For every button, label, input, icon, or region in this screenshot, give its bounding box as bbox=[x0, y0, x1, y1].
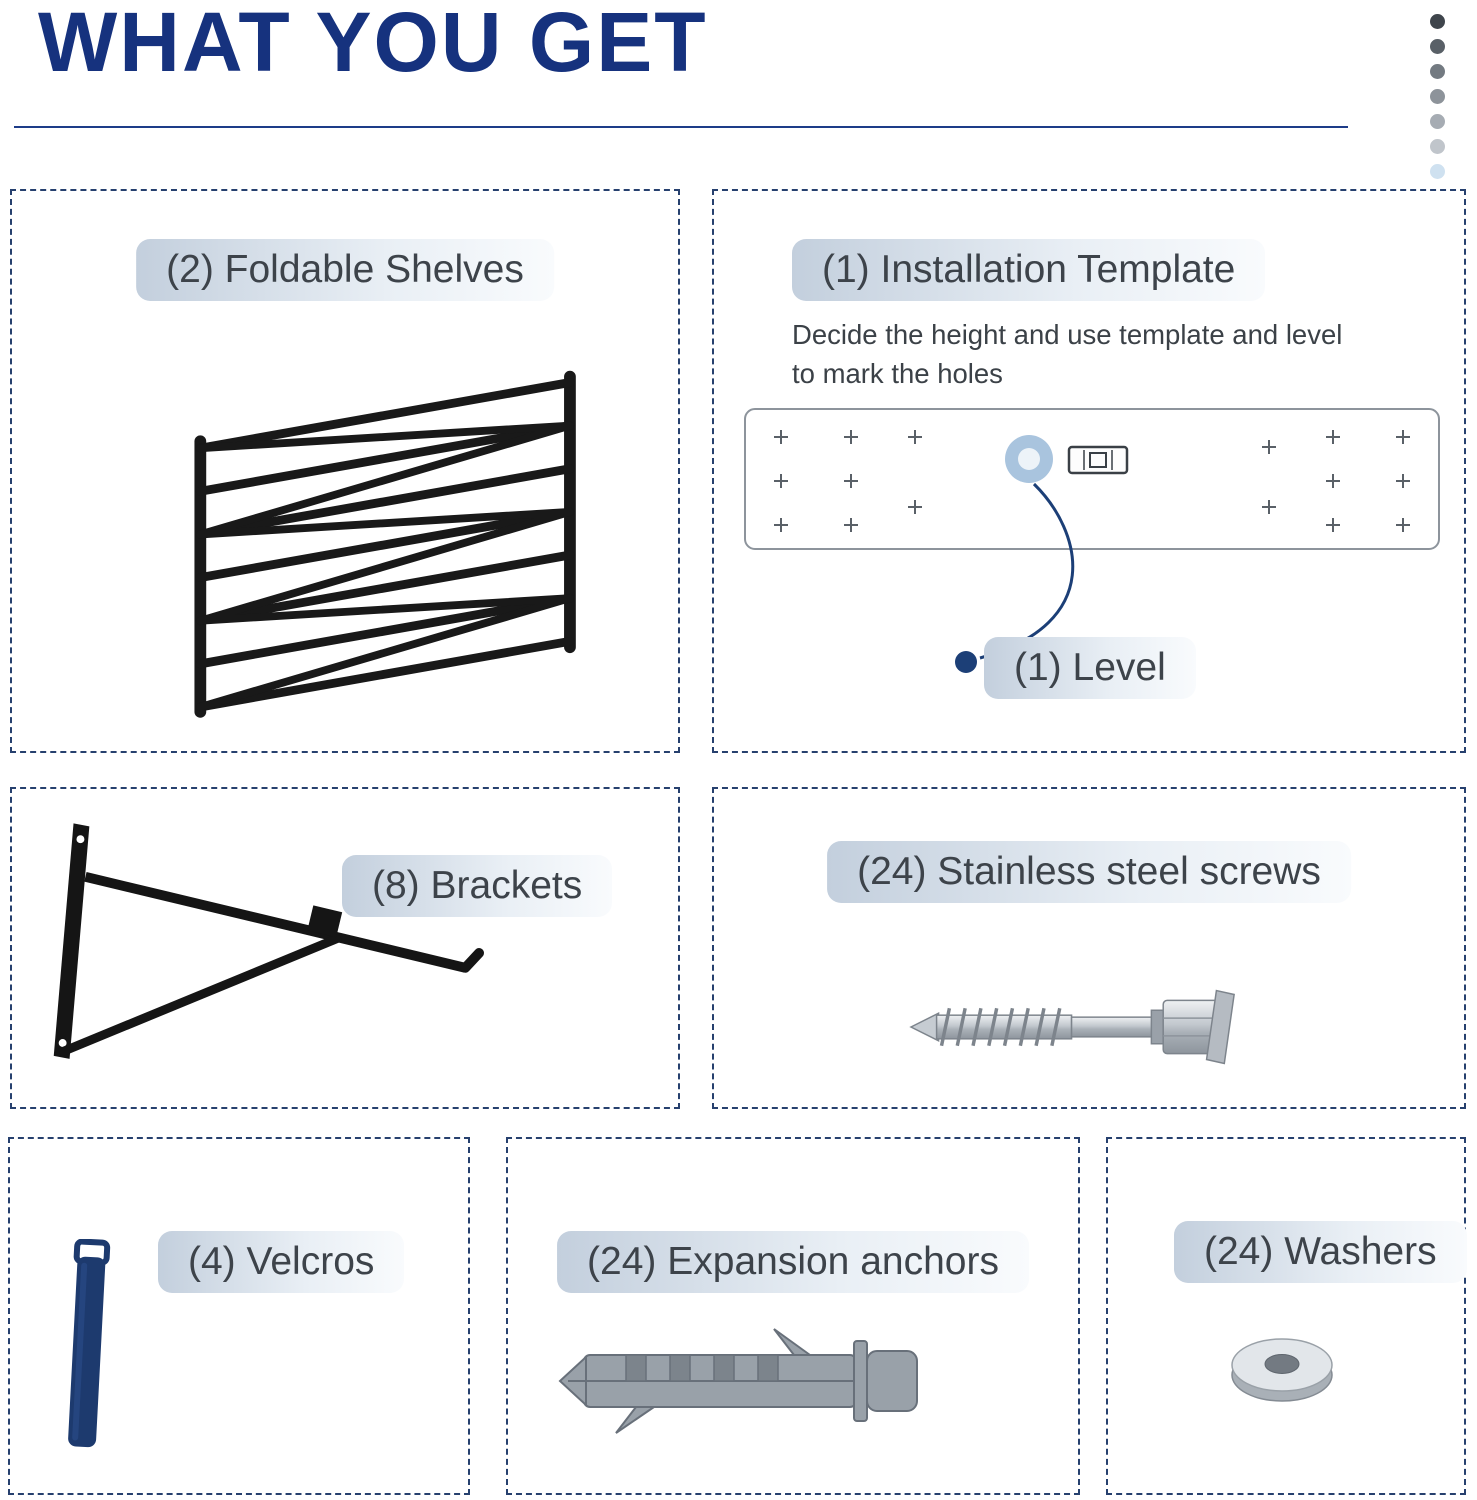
washers-label: (24) Washers bbox=[1174, 1221, 1467, 1283]
installation-template-description: Decide the height and use template and l… bbox=[792, 319, 1343, 390]
progress-dot bbox=[1430, 114, 1445, 129]
progress-dot bbox=[1430, 164, 1445, 179]
installation-template-label: (1) Installation Template bbox=[792, 239, 1266, 301]
foldable-shelf-illustration bbox=[117, 329, 617, 734]
foldable-shelves-label: (2) Foldable Shelves bbox=[136, 239, 554, 301]
progress-dot bbox=[1430, 14, 1445, 29]
title-underline bbox=[14, 126, 1348, 128]
level-label: (1) Level bbox=[984, 637, 1196, 699]
screw-illustration bbox=[909, 981, 1244, 1073]
template-hole-marks bbox=[774, 430, 1410, 532]
washer-illustration bbox=[1226, 1327, 1338, 1411]
screw-icon bbox=[909, 989, 1235, 1065]
expansion-anchor-icon bbox=[558, 1328, 918, 1434]
section-screws: (24) Stainless steel screws bbox=[712, 787, 1466, 1109]
template-illustration bbox=[739, 403, 1445, 555]
section-foldable-shelves: (2) Foldable Shelves bbox=[10, 189, 680, 753]
velcro-strap-icon bbox=[68, 1239, 111, 1448]
progress-dot bbox=[1430, 64, 1445, 79]
brackets-label: (8) Brackets bbox=[342, 855, 613, 917]
washer-icon bbox=[1231, 1338, 1333, 1402]
section-installation-template: (1) Installation Template Decide the hei… bbox=[712, 189, 1466, 753]
arrow-end-dot bbox=[955, 651, 977, 673]
velcros-label: (4) Velcros bbox=[158, 1231, 405, 1293]
template-icon bbox=[744, 408, 1440, 550]
progress-dot bbox=[1430, 39, 1445, 54]
section-washers: (24) Washers bbox=[1106, 1137, 1467, 1495]
bracket-icon bbox=[53, 823, 485, 1059]
expansion-anchors-label: (24) Expansion anchors bbox=[557, 1231, 1029, 1293]
section-velcros: (4) Velcros bbox=[8, 1137, 470, 1495]
anchor-illustration bbox=[558, 1311, 938, 1451]
progress-dot bbox=[1430, 139, 1445, 154]
section-expansion-anchors: (24) Expansion anchors bbox=[506, 1137, 1080, 1495]
screws-label: (24) Stainless steel screws bbox=[827, 841, 1351, 903]
velcro-illustration bbox=[56, 1239, 120, 1453]
bracket-illustration bbox=[30, 817, 485, 1085]
section-brackets: (8) Brackets bbox=[10, 787, 680, 1109]
progress-dots bbox=[1430, 14, 1445, 204]
page-title: WHAT YOU GET bbox=[38, 0, 708, 89]
foldable-shelf-icon bbox=[194, 370, 576, 718]
level-icon bbox=[1067, 445, 1129, 475]
progress-dot bbox=[1430, 89, 1445, 104]
